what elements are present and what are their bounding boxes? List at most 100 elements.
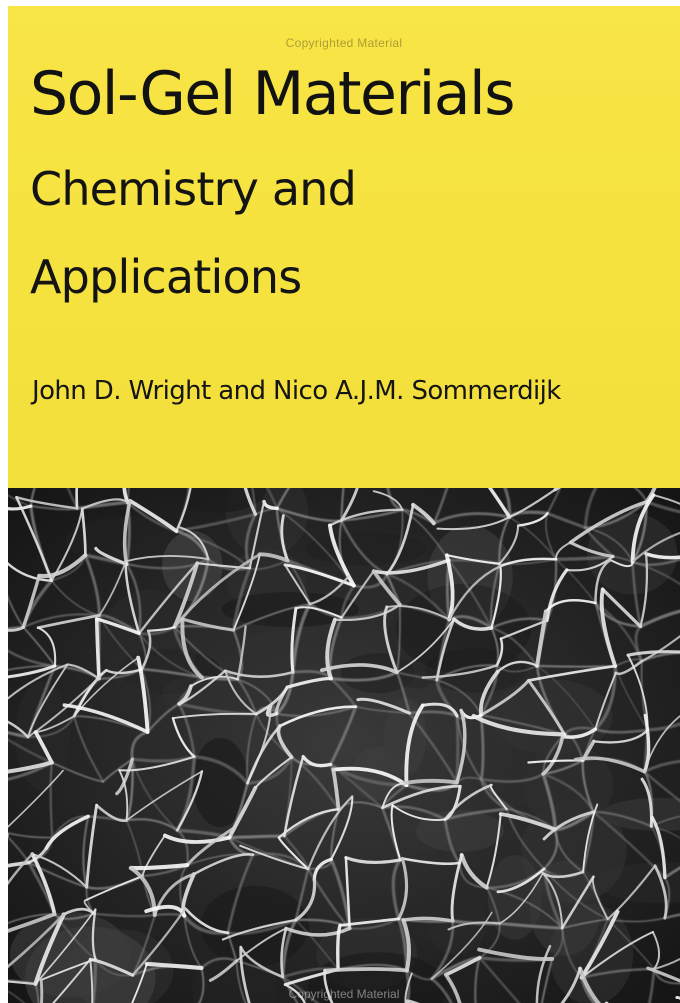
micrograph-strand bbox=[495, 637, 504, 667]
micrograph-strand bbox=[226, 853, 255, 935]
micrograph-strand bbox=[565, 555, 615, 572]
micrograph-strand bbox=[568, 540, 615, 558]
book-cover: Copyrighted Material Sol-Gel Materials C… bbox=[8, 6, 680, 1003]
micrograph-strand bbox=[246, 713, 258, 785]
micrograph-strand bbox=[421, 664, 499, 679]
watermark-top: Copyrighted Material bbox=[285, 36, 403, 50]
micrograph-strand bbox=[73, 715, 105, 783]
micrograph-strand bbox=[294, 867, 310, 922]
micrograph-network bbox=[8, 488, 680, 1003]
micrograph-strand bbox=[44, 814, 90, 851]
micrograph-strand bbox=[560, 875, 595, 930]
subtitle-line-1: Chemistry and bbox=[30, 162, 357, 216]
micrograph-strand bbox=[125, 770, 203, 822]
micrograph-strand bbox=[405, 968, 411, 1003]
micrograph-strand bbox=[650, 815, 667, 880]
micrograph-strand bbox=[73, 656, 139, 717]
micrograph-strand bbox=[430, 911, 493, 980]
micrograph-strand bbox=[401, 918, 411, 973]
micrograph-strand bbox=[630, 493, 656, 564]
micrograph-strand bbox=[498, 812, 557, 832]
micrograph-strand bbox=[553, 828, 585, 874]
micrograph-strand bbox=[275, 705, 357, 718]
micrograph-strand bbox=[301, 754, 333, 768]
micrograph-strand bbox=[82, 815, 90, 889]
micrograph-strand bbox=[91, 957, 98, 1003]
micrograph-strand bbox=[383, 605, 399, 674]
micrograph-shadow bbox=[99, 682, 157, 713]
micrograph-strand bbox=[404, 972, 413, 1003]
micrograph-strand bbox=[239, 945, 251, 1003]
micrograph-strand bbox=[430, 977, 453, 1003]
micrograph-strand bbox=[141, 834, 166, 878]
micrograph-strand bbox=[435, 617, 456, 682]
micrograph-strand bbox=[545, 568, 569, 623]
micrograph-strand bbox=[92, 912, 157, 918]
micrograph-strand bbox=[138, 632, 203, 679]
micrograph-strand bbox=[405, 999, 420, 1003]
micrograph-strand bbox=[248, 559, 289, 571]
micrograph-strand bbox=[333, 603, 401, 622]
micrograph-strand bbox=[516, 512, 549, 527]
micrograph-strand bbox=[122, 499, 132, 566]
micrograph-strand bbox=[62, 907, 96, 916]
micrograph-strand bbox=[385, 572, 451, 621]
micrograph-strand bbox=[124, 555, 210, 563]
micrograph-strand bbox=[94, 546, 129, 566]
micrograph-strand bbox=[580, 930, 654, 979]
micrograph-strand bbox=[227, 834, 286, 840]
micrograph-shadow bbox=[239, 629, 349, 662]
micrograph-strand bbox=[266, 488, 279, 510]
micrograph-strand bbox=[653, 864, 668, 920]
micrograph-strand bbox=[639, 552, 649, 628]
micrograph-strand bbox=[401, 916, 455, 923]
micrograph-shadow bbox=[172, 488, 266, 513]
micrograph-strand bbox=[331, 767, 341, 812]
micrograph-strand bbox=[601, 587, 643, 629]
micrograph-strand bbox=[339, 488, 359, 523]
micrograph-strand bbox=[599, 587, 618, 669]
micrograph-strand bbox=[8, 769, 64, 828]
micrograph-strand bbox=[498, 872, 544, 925]
micrograph-strand bbox=[496, 660, 539, 673]
micrograph-strand bbox=[118, 769, 129, 822]
micrograph-strand bbox=[541, 759, 585, 776]
micrograph-strand bbox=[232, 553, 261, 632]
micrograph-strand bbox=[631, 560, 680, 586]
micrograph-strand bbox=[283, 563, 311, 606]
micrograph-strand bbox=[200, 957, 238, 970]
micrograph-strand bbox=[75, 488, 79, 510]
micrograph-strand bbox=[593, 727, 650, 734]
micrograph-strand bbox=[563, 726, 597, 736]
micrograph-strand bbox=[8, 562, 53, 582]
micrograph-strand bbox=[308, 575, 350, 606]
micrograph-strand bbox=[144, 961, 204, 971]
micrograph-strand bbox=[432, 512, 511, 525]
micrograph-strand bbox=[131, 758, 179, 832]
micrograph-strand bbox=[330, 795, 354, 861]
micrograph-strand bbox=[395, 671, 438, 682]
micrograph-strand bbox=[34, 715, 76, 734]
micrograph-strand bbox=[578, 966, 602, 1003]
micrograph-strand bbox=[236, 678, 258, 716]
micrograph-strand bbox=[652, 957, 680, 971]
micrograph-strand bbox=[277, 808, 340, 839]
micrograph-strand bbox=[390, 804, 402, 861]
micrograph-strand bbox=[312, 857, 333, 882]
micrograph-strand bbox=[52, 958, 92, 1003]
micrograph-strand bbox=[27, 663, 69, 738]
micrograph-strand bbox=[33, 730, 54, 765]
micrograph-strand bbox=[485, 886, 501, 925]
micrograph-strand bbox=[80, 507, 87, 557]
micrograph-strand bbox=[275, 488, 291, 510]
micrograph-strand bbox=[340, 488, 345, 522]
micrograph-strand bbox=[391, 858, 402, 921]
micrograph-strand bbox=[104, 668, 144, 675]
micrograph-strand bbox=[443, 817, 462, 865]
micrograph-strand bbox=[444, 955, 482, 977]
micrograph-strand bbox=[27, 715, 76, 738]
micrograph-strand bbox=[172, 561, 200, 629]
micrograph-strand bbox=[319, 663, 399, 675]
micrograph-strand bbox=[478, 669, 500, 717]
micrograph-strand bbox=[8, 913, 56, 924]
